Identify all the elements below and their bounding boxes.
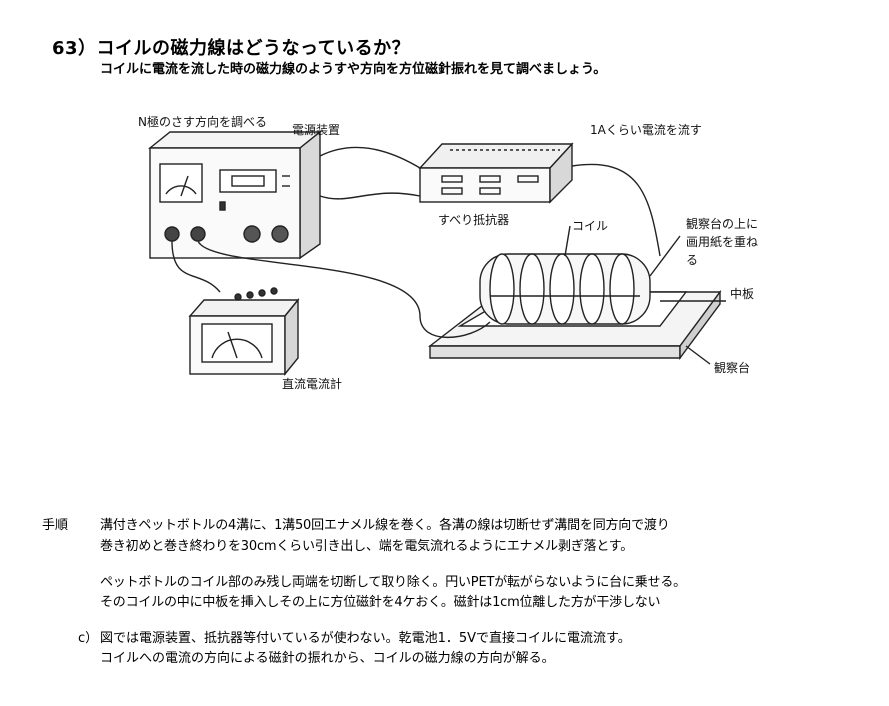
dc-ammeter [188, 287, 300, 376]
procedure-heading: 手順 [42, 518, 69, 533]
note-marker: c） [78, 631, 99, 646]
label-n-pole-direction: N極のさす方向を調べる [138, 114, 267, 129]
label-ammeter: 直流電流計 [282, 376, 342, 391]
label-current-1a: 1Aくらい電流を流す [590, 123, 702, 137]
label-power-supply: 電源装置 [292, 123, 340, 137]
page-title: 63）コイルの磁力線はどうなっているか？ [52, 38, 411, 59]
procedure-line-3: ペットボトルのコイル部のみ残し両端を切断して取り除く。円いPETが転がらないよう… [100, 575, 686, 590]
experiment-illustration: N極のさす方向を調べる 電源装置 1Aくらい電流を流す すべり抵抗器 コイル 観… [138, 114, 758, 391]
label-paper-line-3: る [686, 253, 698, 267]
procedure-line-1: 溝付きペットボトルの4溝に、1溝50回エナメル線を巻く。各溝の線は切断せず溝間を… [100, 518, 670, 533]
label-observation-stand: 観察台 [714, 360, 750, 375]
note-line-2: コイルへの電流の方向による磁針の振れから、コイルの磁力線の方向が解る。 [100, 651, 555, 666]
label-paper-line-1: 観察台の上に [686, 216, 758, 231]
page-subtitle: コイルに電流を流した時の磁力線のようすや方向を方位磁針振れを見て調べましょう。 [100, 62, 607, 77]
label-coil: コイル [572, 219, 608, 233]
note-line-1: 図では電源装置、抵抗器等付いているが使わない。乾電池1．5Vで直接コイルに電流流… [100, 631, 631, 646]
observation-stand-with-coil [427, 253, 722, 361]
procedure-line-4: そのコイルの中に中板を挿入しその上に方位磁針を4ケおく。磁針は1cm位離した方が… [100, 595, 661, 610]
slide-rheostat [418, 142, 574, 204]
label-rheostat: すべり抵抗器 [438, 212, 509, 227]
procedure-line-2: 巻き初めと巻き終わりを30cmくらい引き出し、端を電気流れるようにエナメル剥ぎ落… [100, 539, 634, 554]
label-middle-plate: 中板 [730, 286, 754, 301]
label-paper-line-2: 画用紙を重ね [686, 234, 758, 249]
power-supply-device [148, 130, 322, 260]
